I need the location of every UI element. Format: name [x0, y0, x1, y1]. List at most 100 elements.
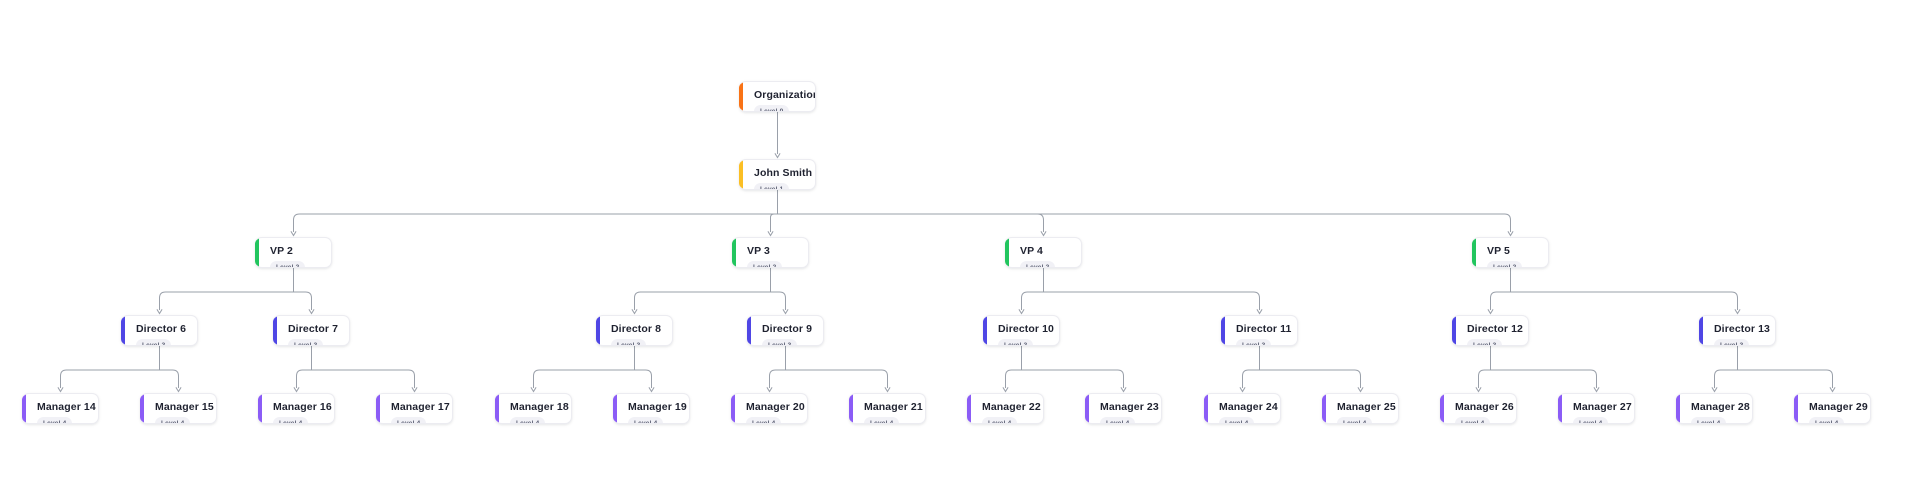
node-level-badge: Level 3	[1714, 339, 1750, 345]
connector-arrowhead	[1120, 387, 1127, 393]
node-title: Manager 14	[37, 401, 96, 413]
connector-line	[1478, 369, 1491, 388]
connector-line	[634, 291, 771, 310]
node-level-badge: Level 4	[510, 417, 546, 423]
connector-arrowhead	[1475, 387, 1482, 393]
node-title: Manager 28	[1691, 401, 1750, 413]
node-title: Manager 15	[155, 401, 214, 413]
connector-arrowhead	[1256, 309, 1263, 315]
node-title: Manager 25	[1337, 401, 1396, 413]
node-level-badge: Level 4	[273, 417, 309, 423]
node-level-badge: Level 2	[1487, 261, 1523, 267]
node-title: Director 7	[288, 323, 339, 335]
node-title: Manager 22	[982, 401, 1041, 413]
connector-line	[60, 369, 160, 388]
node-title: Manager 26	[1455, 401, 1514, 413]
connector-line	[311, 369, 415, 388]
connector-line	[770, 291, 786, 310]
node-title: VP 2	[270, 245, 293, 257]
node-accent-bar	[983, 316, 987, 345]
connector-arrowhead	[530, 387, 537, 393]
org-node-manager-14[interactable]: Manager 14 Level 4	[22, 393, 99, 424]
org-node-vp-2[interactable]: VP 2 Level 2	[255, 237, 332, 268]
node-level-badge: Level 4	[155, 417, 191, 423]
node-accent-bar	[1005, 238, 1009, 267]
node-title: Director 11	[1236, 323, 1292, 335]
node-accent-bar	[1085, 394, 1089, 423]
org-node-vp-5[interactable]: VP 5 Level 2	[1472, 237, 1549, 268]
org-node-manager-15[interactable]: Manager 15 Level 4	[140, 393, 217, 424]
connector-line	[777, 213, 1044, 232]
node-title: Manager 19	[628, 401, 687, 413]
node-accent-bar	[731, 394, 735, 423]
node-accent-bar	[1322, 394, 1326, 423]
node-accent-bar	[258, 394, 262, 423]
connector-arrowhead	[411, 387, 418, 393]
node-level-badge: Level 2	[270, 261, 306, 267]
connector-line	[1490, 369, 1597, 388]
connector-arrowhead	[782, 309, 789, 315]
node-level-badge: Level 1	[754, 183, 790, 189]
connector-line	[293, 213, 778, 232]
node-accent-bar	[1440, 394, 1444, 423]
node-accent-bar	[1221, 316, 1225, 345]
node-title: Manager 27	[1573, 401, 1632, 413]
connector-arrowhead	[1593, 387, 1600, 393]
node-title: Director 6	[136, 323, 187, 335]
node-accent-bar	[596, 316, 600, 345]
node-level-badge: Level 4	[37, 417, 73, 423]
node-title: VP 3	[747, 245, 770, 257]
node-title: John Smith	[754, 167, 813, 179]
connector-line	[293, 291, 312, 310]
node-accent-bar	[121, 316, 125, 345]
node-accent-bar	[613, 394, 617, 423]
connector-arrowhead	[1734, 309, 1741, 315]
connector-line	[296, 369, 312, 388]
node-title: VP 5	[1487, 245, 1510, 257]
node-accent-bar	[140, 394, 144, 423]
connector-line	[1510, 291, 1738, 310]
connector-arrowhead	[1239, 387, 1246, 393]
connector-line	[1737, 369, 1833, 388]
connector-arrowhead	[1018, 309, 1025, 315]
node-accent-bar	[273, 316, 277, 345]
node-level-badge: Level 2	[1020, 261, 1056, 267]
